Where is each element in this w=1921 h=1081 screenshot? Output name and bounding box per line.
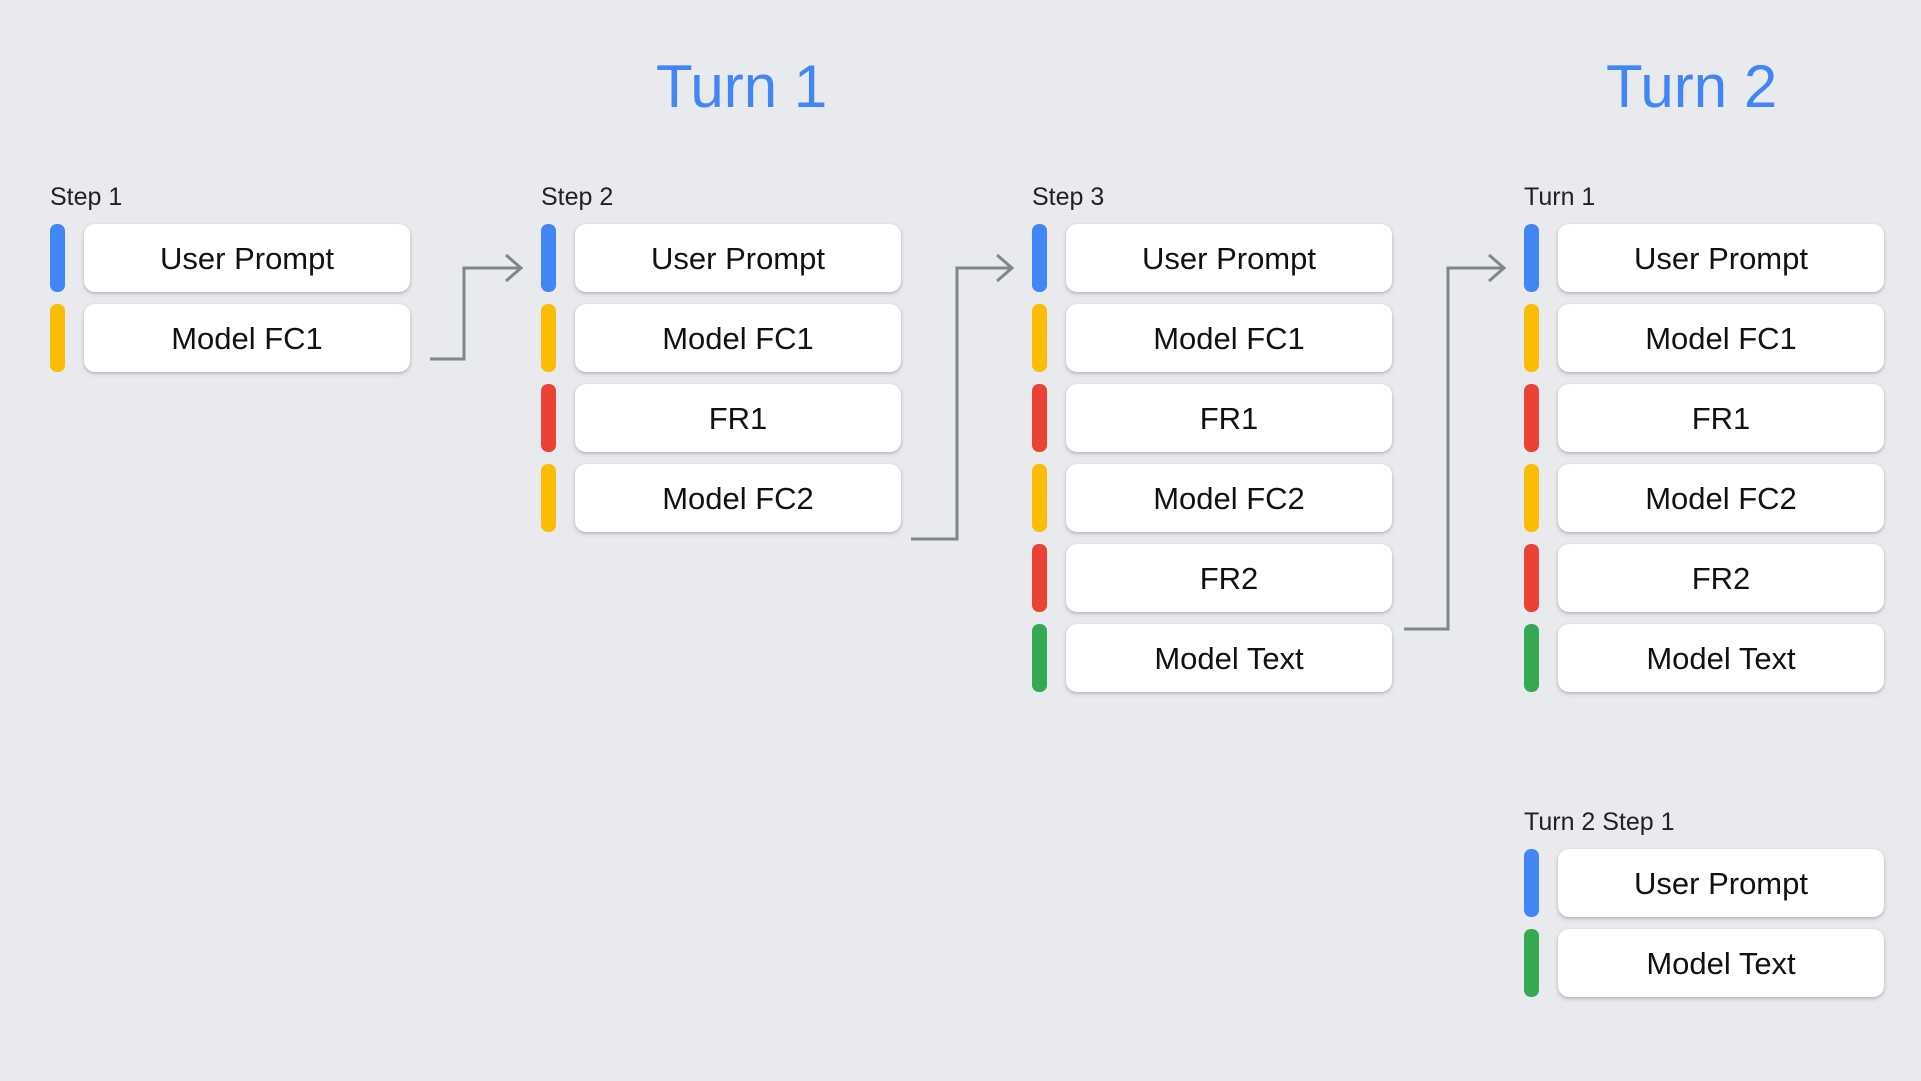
card-label: Model FC2	[1153, 480, 1305, 516]
role-bar-function-response	[541, 384, 556, 452]
role-bar-function-response	[1524, 544, 1539, 612]
card-label: FR1	[1691, 400, 1751, 436]
connector-step2-to-step3	[911, 253, 1015, 541]
role-bar-model-function-call	[541, 464, 556, 532]
column-label-step-2: Step 2	[541, 183, 614, 211]
row-model-text[interactable]: Model Text	[1032, 624, 1392, 692]
role-bar-model-function-call	[50, 304, 65, 372]
card-user-prompt[interactable]: User Prompt	[84, 224, 410, 292]
card-label: Model FC1	[1645, 320, 1797, 356]
card-model-fc1[interactable]: Model FC1	[1066, 304, 1392, 372]
role-bar-user-prompt	[1524, 224, 1539, 292]
row-model-fc1[interactable]: Model FC1	[1524, 304, 1884, 372]
card-label: Model FC1	[171, 320, 323, 356]
column-turn-1: Turn 1 User Prompt Model FC1 FR1 Model F…	[1524, 185, 1884, 692]
row-model-fc2[interactable]: Model FC2	[1032, 464, 1392, 532]
card-model-fc1[interactable]: Model FC1	[84, 304, 410, 372]
role-bar-model-function-call	[1524, 464, 1539, 532]
card-model-fc1[interactable]: Model FC1	[1558, 304, 1884, 372]
row-model-fc2[interactable]: Model FC2	[1524, 464, 1884, 532]
card-label: Model FC1	[662, 320, 814, 356]
role-bar-model-function-call	[1032, 464, 1047, 532]
role-bar-function-response	[1032, 384, 1047, 452]
role-bar-model-function-call	[1032, 304, 1047, 372]
role-bar-model-function-call	[541, 304, 556, 372]
row-model-fc1[interactable]: Model FC1	[1032, 304, 1392, 372]
card-label: Model FC2	[662, 480, 814, 516]
card-fr2[interactable]: FR2	[1066, 544, 1392, 612]
card-label: Model Text	[1646, 640, 1796, 676]
column-label-step-3: Step 3	[1032, 183, 1105, 211]
card-label: User Prompt	[160, 240, 334, 276]
role-bar-user-prompt	[1032, 224, 1047, 292]
card-fr1[interactable]: FR1	[575, 384, 901, 452]
card-label: User Prompt	[1142, 240, 1316, 276]
row-model-fc1[interactable]: Model FC1	[541, 304, 901, 372]
card-model-fc2[interactable]: Model FC2	[1558, 464, 1884, 532]
card-user-prompt[interactable]: User Prompt	[575, 224, 901, 292]
column-label-turn-2-step-1: Turn 2 Step 1	[1524, 808, 1675, 836]
row-user-prompt[interactable]: User Prompt	[541, 224, 901, 292]
card-model-text[interactable]: Model Text	[1066, 624, 1392, 692]
row-fr1[interactable]: FR1	[1032, 384, 1392, 452]
role-bar-user-prompt	[1524, 849, 1539, 917]
role-bar-model-text	[1524, 929, 1539, 997]
row-fr2[interactable]: FR2	[1524, 544, 1884, 612]
role-bar-function-response	[1524, 384, 1539, 452]
row-user-prompt[interactable]: User Prompt	[1524, 224, 1884, 292]
column-label-turn-1: Turn 1	[1524, 183, 1596, 211]
card-label: User Prompt	[651, 240, 825, 276]
connector-step1-to-step2	[430, 253, 524, 361]
card-label: FR2	[1691, 560, 1751, 596]
row-user-prompt[interactable]: User Prompt	[50, 224, 410, 292]
row-model-fc1[interactable]: Model FC1	[50, 304, 410, 372]
column-turn-2-step-1: Turn 2 Step 1 User Prompt Model Text	[1524, 810, 1884, 997]
card-user-prompt[interactable]: User Prompt	[1558, 224, 1884, 292]
card-model-text[interactable]: Model Text	[1558, 929, 1884, 997]
column-step-2: Step 2 User Prompt Model FC1 FR1 Model F…	[541, 185, 901, 532]
card-user-prompt[interactable]: User Prompt	[1066, 224, 1392, 292]
role-bar-user-prompt	[50, 224, 65, 292]
row-model-text[interactable]: Model Text	[1524, 929, 1884, 997]
card-fr1[interactable]: FR1	[1066, 384, 1392, 452]
column-step-1: Step 1 User Prompt Model FC1	[50, 185, 410, 372]
role-bar-model-text	[1032, 624, 1047, 692]
role-bar-model-function-call	[1524, 304, 1539, 372]
card-label: User Prompt	[1634, 240, 1808, 276]
role-bar-user-prompt	[541, 224, 556, 292]
card-fr1[interactable]: FR1	[1558, 384, 1884, 452]
row-fr1[interactable]: FR1	[541, 384, 901, 452]
card-user-prompt[interactable]: User Prompt	[1558, 849, 1884, 917]
row-fr1[interactable]: FR1	[1524, 384, 1884, 452]
card-fr2[interactable]: FR2	[1558, 544, 1884, 612]
card-model-fc1[interactable]: Model FC1	[575, 304, 901, 372]
card-label: Model Text	[1154, 640, 1304, 676]
card-label: FR1	[708, 400, 768, 436]
turn-1-heading: Turn 1	[656, 53, 828, 120]
row-user-prompt[interactable]: User Prompt	[1032, 224, 1392, 292]
row-fr2[interactable]: FR2	[1032, 544, 1392, 612]
row-model-text[interactable]: Model Text	[1524, 624, 1884, 692]
card-label: Model FC1	[1153, 320, 1305, 356]
card-label: Model FC2	[1645, 480, 1797, 516]
role-bar-function-response	[1032, 544, 1047, 612]
card-label: Model Text	[1646, 945, 1796, 981]
row-user-prompt[interactable]: User Prompt	[1524, 849, 1884, 917]
connector-step3-to-turn1	[1404, 253, 1507, 631]
card-model-text[interactable]: Model Text	[1558, 624, 1884, 692]
row-model-fc2[interactable]: Model FC2	[541, 464, 901, 532]
column-step-3: Step 3 User Prompt Model FC1 FR1 Model F…	[1032, 185, 1392, 692]
card-label: FR1	[1199, 400, 1259, 436]
card-label: FR2	[1199, 560, 1259, 596]
card-label: User Prompt	[1634, 865, 1808, 901]
column-label-step-1: Step 1	[50, 183, 123, 211]
card-model-fc2[interactable]: Model FC2	[575, 464, 901, 532]
turn-2-heading: Turn 2	[1606, 53, 1778, 120]
role-bar-model-text	[1524, 624, 1539, 692]
card-model-fc2[interactable]: Model FC2	[1066, 464, 1392, 532]
